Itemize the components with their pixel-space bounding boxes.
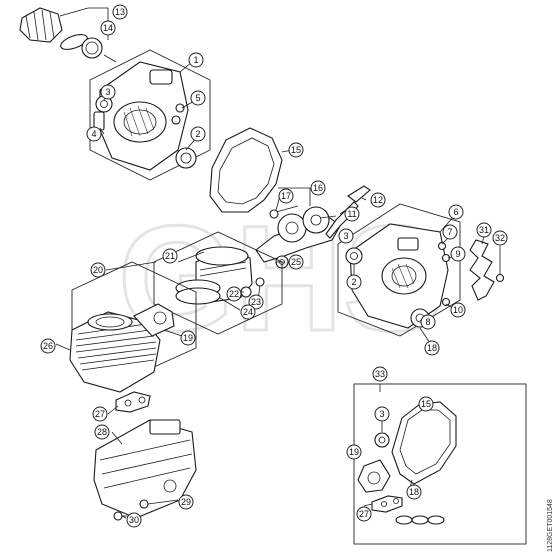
piston-box xyxy=(153,231,283,335)
callout-label: 23 xyxy=(251,297,261,307)
callout-label: 25 xyxy=(291,257,301,267)
callout-label: 10 xyxy=(453,305,463,315)
callout-label: 3 xyxy=(105,87,110,97)
callout-label: 20 xyxy=(93,265,103,275)
callout-label: 4 xyxy=(91,129,96,139)
callout-15-kit: 15 xyxy=(418,396,434,412)
cylinder-part[interactable] xyxy=(69,303,175,393)
callout-label: 27 xyxy=(95,409,105,419)
callout-20: 20 xyxy=(90,262,106,278)
callout-12-top: 12 xyxy=(370,192,386,208)
callout-label: 2 xyxy=(195,129,200,139)
callout-24: 24 xyxy=(240,304,256,320)
callout-2-right: 2 xyxy=(346,274,362,290)
callout-label: 2 xyxy=(351,277,356,287)
callout-32: 32 xyxy=(492,230,508,246)
callout-17: 17 xyxy=(278,188,294,204)
callout-label: 15 xyxy=(421,399,431,409)
gasket-left-part[interactable] xyxy=(209,127,283,213)
callout-label: 30 xyxy=(129,515,139,525)
callout-label: 9 xyxy=(455,249,460,259)
piston-part[interactable] xyxy=(175,246,265,305)
callout-3-right: 3 xyxy=(338,228,354,244)
gasket-set-part[interactable] xyxy=(357,401,457,525)
callout-9: 9 xyxy=(450,246,466,262)
callout-label: 11 xyxy=(347,209,356,219)
crankcase-left-part[interactable] xyxy=(93,61,197,171)
callout-27: 27 xyxy=(92,406,108,422)
callout-3-left: 3 xyxy=(100,84,116,100)
callout-2-left: 2 xyxy=(190,126,206,142)
callout-label: 7 xyxy=(447,227,452,237)
callout-8: 8 xyxy=(420,314,436,330)
callout-label: 24 xyxy=(243,307,253,317)
callout-label: 8 xyxy=(425,317,430,327)
muffler-gasket-part[interactable] xyxy=(115,391,151,413)
callout-label: 12 xyxy=(373,195,383,205)
callout-5: 5 xyxy=(190,90,206,106)
callout-18-top: 18 xyxy=(424,340,440,356)
callout-label: 26 xyxy=(43,341,53,351)
callout-14: 14 xyxy=(100,20,116,36)
callout-19-kit: 19 xyxy=(346,444,362,460)
callout-label: 18 xyxy=(409,487,419,497)
callout-label: 13 xyxy=(115,7,125,17)
crankcase-left-box xyxy=(89,49,211,181)
callout-27-kit: 27 xyxy=(356,506,372,522)
callout-label: 22 xyxy=(229,289,239,299)
crankshaft-part[interactable] xyxy=(255,205,341,269)
callout-label: 19 xyxy=(349,447,359,457)
callout-15: 15 xyxy=(288,142,304,158)
callout-label: 31 xyxy=(479,225,489,235)
callout-label: 33 xyxy=(375,369,385,379)
callout-label: 1 xyxy=(193,55,198,65)
callout-1: 1 xyxy=(188,52,204,68)
callout-16: 16 xyxy=(310,180,326,196)
callout-label: 6 xyxy=(453,207,458,217)
callout-label: 5 xyxy=(195,93,200,103)
callout-label: 27 xyxy=(359,509,369,519)
callout-23: 23 xyxy=(248,294,264,310)
reference-code: 1128GET001548 xyxy=(547,499,554,552)
callout-label: 14 xyxy=(103,23,113,33)
callout-29: 29 xyxy=(178,494,194,510)
callout-26: 26 xyxy=(40,338,56,354)
callout-label: 28 xyxy=(97,427,107,437)
callout-33: 33 xyxy=(372,366,388,382)
callout-11: 11 xyxy=(344,206,360,222)
callout-label: 21 xyxy=(165,251,175,261)
callout-28: 28 xyxy=(94,424,110,440)
callout-label: 29 xyxy=(181,497,191,507)
callout-10: 10 xyxy=(450,302,466,318)
callout-3-kit: 3 xyxy=(374,406,390,422)
callout-21: 21 xyxy=(162,248,178,264)
crankcase-right-box xyxy=(337,203,461,337)
callout-label: 15 xyxy=(291,145,301,155)
callout-6: 6 xyxy=(448,204,464,220)
oil-pump-part[interactable] xyxy=(19,7,117,63)
callout-label: 19 xyxy=(183,333,193,343)
callout-13: 13 xyxy=(112,4,128,20)
callout-label: 17 xyxy=(281,191,291,201)
chain-catcher-part[interactable] xyxy=(469,239,505,301)
callout-22: 22 xyxy=(226,286,242,302)
callout-31: 31 xyxy=(476,222,492,238)
callout-label: 3 xyxy=(379,409,384,419)
callout-7: 7 xyxy=(442,224,458,240)
callout-label: 32 xyxy=(495,233,505,243)
callout-18-kit: 18 xyxy=(406,484,422,500)
callout-25: 25 xyxy=(288,254,304,270)
callout-label: 16 xyxy=(313,183,323,193)
callout-label: 18 xyxy=(427,343,437,353)
gasket-set-box xyxy=(353,383,527,545)
callout-30: 30 xyxy=(126,512,142,528)
callout-4: 4 xyxy=(86,126,102,142)
callout-label: 3 xyxy=(343,231,348,241)
callout-19: 19 xyxy=(180,330,196,346)
